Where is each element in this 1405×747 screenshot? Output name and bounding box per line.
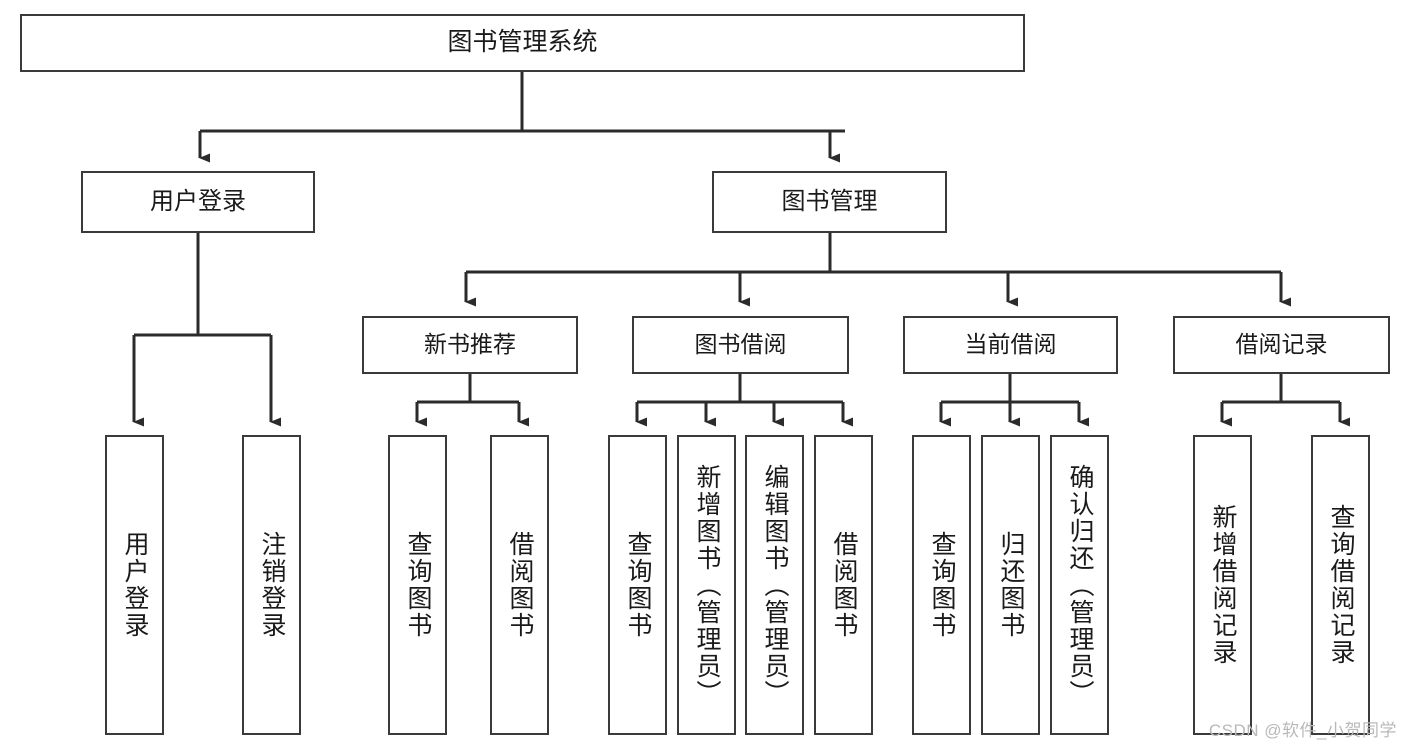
node-book-management[interactable]: 图书管理 <box>712 171 947 233</box>
node-label: 查询借阅记录 <box>1327 504 1355 666</box>
leaf-borrow-record-add[interactable]: 新增借阅记录 <box>1193 435 1252 735</box>
leaf-current-borrow-query[interactable]: 查询图书 <box>912 435 971 735</box>
node-label: 图书管理 <box>781 187 878 215</box>
node-book-management-system[interactable]: 图书管理系统 <box>20 14 1025 72</box>
node-label: 新增借阅记录 <box>1209 504 1237 666</box>
node-borrow-record[interactable]: 借阅记录 <box>1173 316 1390 374</box>
leaf-current-borrow-confirm-return[interactable]: 确认归还（管理员） <box>1050 435 1109 735</box>
node-label: 查询图书 <box>404 531 432 639</box>
leaf-book-borrow-query[interactable]: 查询图书 <box>608 435 667 735</box>
leaf-book-borrow-borrow[interactable]: 借阅图书 <box>814 435 873 735</box>
leaf-new-book-query[interactable]: 查询图书 <box>388 435 447 735</box>
node-label: 归还图书 <box>997 531 1025 639</box>
node-label: 查询图书 <box>928 531 956 639</box>
node-label: 借阅记录 <box>1235 331 1328 358</box>
node-label: 查询图书 <box>624 531 652 639</box>
node-label: 借阅图书 <box>506 531 534 639</box>
leaf-user-login-login[interactable]: 用户登录 <box>105 435 164 735</box>
node-label: 借阅图书 <box>830 531 858 639</box>
node-label: 新增图书（管理员） <box>693 463 721 707</box>
node-label: 图书借阅 <box>694 331 787 358</box>
leaf-user-login-logout[interactable]: 注销登录 <box>242 435 301 735</box>
node-current-borrow[interactable]: 当前借阅 <box>903 316 1118 374</box>
node-label: 当前借阅 <box>964 331 1057 358</box>
node-new-book-recommend[interactable]: 新书推荐 <box>362 316 578 374</box>
node-label: 确认归还（管理员） <box>1066 463 1094 707</box>
node-user-login[interactable]: 用户登录 <box>81 171 315 233</box>
leaf-current-borrow-return[interactable]: 归还图书 <box>981 435 1040 735</box>
leaf-book-borrow-edit[interactable]: 编辑图书（管理员） <box>745 435 804 735</box>
leaf-borrow-record-query[interactable]: 查询借阅记录 <box>1311 435 1370 735</box>
node-label: 图书管理系统 <box>447 28 598 57</box>
node-book-borrow[interactable]: 图书借阅 <box>632 316 849 374</box>
leaf-book-borrow-add[interactable]: 新增图书（管理员） <box>677 435 736 735</box>
node-label: 注销登录 <box>258 531 286 639</box>
node-label: 用户登录 <box>150 187 246 215</box>
node-label: 用户登录 <box>121 531 149 639</box>
node-label: 编辑图书（管理员） <box>761 463 789 707</box>
node-label: 新书推荐 <box>424 331 516 358</box>
leaf-new-book-borrow[interactable]: 借阅图书 <box>490 435 549 735</box>
